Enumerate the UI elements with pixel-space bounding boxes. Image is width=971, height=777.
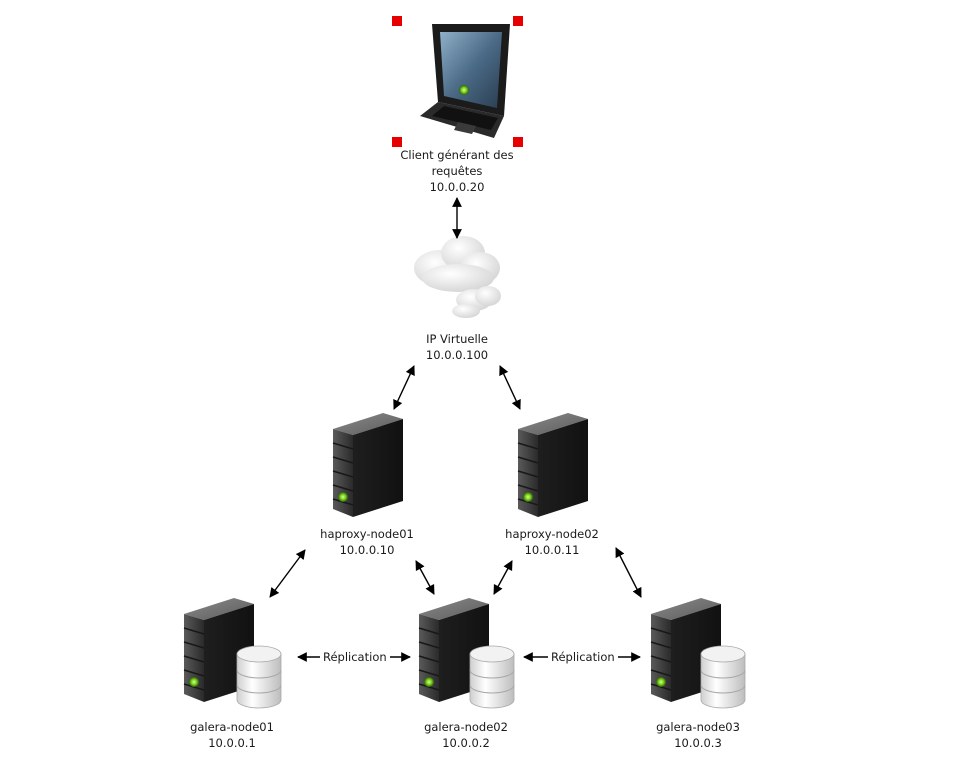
galera-node02-name: galera-node02 <box>424 720 508 734</box>
galera-node02-ip: 10.0.0.2 <box>442 736 490 750</box>
haproxy-node02-ip: 10.0.0.11 <box>524 543 580 557</box>
vip-name: IP Virtuelle <box>426 332 488 346</box>
galera-node03-ip: 10.0.0.3 <box>674 736 722 750</box>
arrow-vip-haproxy01 <box>393 365 415 410</box>
cloud-icon <box>414 236 501 318</box>
galera-node03-label: galera-node03 10.0.0.3 <box>638 719 758 751</box>
haproxy-node02-server-icon[interactable] <box>517 412 589 518</box>
galera-node01-database-icon <box>236 645 282 709</box>
replication-label-1: Réplication <box>320 649 390 665</box>
arrow-haproxy01-galera01 <box>269 549 306 598</box>
galera-node01-label: galera-node01 10.0.0.1 <box>172 719 292 751</box>
arrow-vip-haproxy02 <box>499 365 521 410</box>
client-label-line2: requêtes <box>431 164 483 178</box>
haproxy-node01-server-icon[interactable] <box>332 412 404 518</box>
galera-node02-label: galera-node02 10.0.0.2 <box>406 719 526 751</box>
haproxy-node01-name: haproxy-node01 <box>320 527 414 541</box>
haproxy-node01-ip: 10.0.0.10 <box>339 543 395 557</box>
replication-label-2: Réplication <box>548 649 618 665</box>
haproxy-node02-name: haproxy-node02 <box>505 527 599 541</box>
vip-label: IP Virtuelle 10.0.0.100 <box>397 331 517 363</box>
connection-arrows <box>269 197 642 662</box>
haproxy-node02-label: haproxy-node02 10.0.0.11 <box>492 526 612 558</box>
selection-handles <box>392 16 523 147</box>
client-ip: 10.0.0.20 <box>429 180 485 194</box>
arrow-haproxy02-galera02 <box>493 560 513 595</box>
laptop-icon[interactable] <box>420 24 510 138</box>
galera-node01-ip: 10.0.0.1 <box>208 736 256 750</box>
arrow-haproxy01-galera02 <box>415 560 435 595</box>
haproxy-node01-label: haproxy-node01 10.0.0.10 <box>307 526 427 558</box>
galera-node03-name: galera-node03 <box>656 720 740 734</box>
galera-node03-database-icon <box>700 645 746 709</box>
arrow-haproxy02-galera03 <box>615 547 642 598</box>
vip-ip: 10.0.0.100 <box>425 348 489 362</box>
client-label-line1: Client générant des <box>400 148 514 162</box>
galera-node01-name: galera-node01 <box>190 720 274 734</box>
galera-node02-database-icon <box>469 645 515 709</box>
client-label: Client générant des requêtes 10.0.0.20 <box>377 147 537 195</box>
